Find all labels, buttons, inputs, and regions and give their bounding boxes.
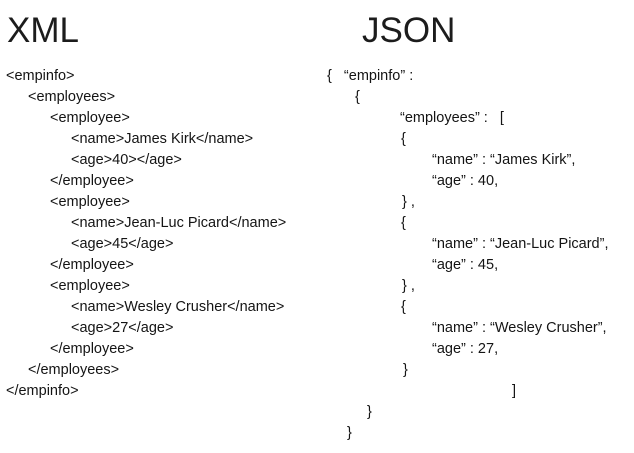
code-line: ] (512, 383, 517, 399)
code-line: “name” : “Jean-Luc Picard”, (432, 236, 609, 252)
code-line: } , (402, 278, 415, 294)
code-line: </employees> (28, 362, 120, 378)
code-line: <employee> (50, 194, 130, 210)
code-line: “age” : 40, (432, 173, 499, 189)
xml-code-block: <empinfo> <employees> <employee> <name>Jame… (6, 66, 286, 402)
json-code-block: { “empinfo” : { “employees” : [ { “name” : “… (327, 66, 608, 444)
xml-heading: XML (7, 11, 79, 50)
code-line: <name>James Kirk</name> (71, 131, 254, 147)
code-line: </employee> (50, 341, 134, 357)
code-line: { (401, 215, 406, 231)
code-line: <empinfo> (6, 68, 75, 84)
code-line: <age>45</age> (71, 236, 174, 252)
code-line: “employees” : [ (400, 110, 504, 126)
code-line: } (367, 404, 372, 420)
code-line: { (401, 131, 406, 147)
code-line: <age>27</age> (71, 320, 174, 336)
code-line: “name” : “James Kirk”, (432, 152, 576, 168)
code-line: } , (402, 194, 415, 210)
code-line: </employee> (50, 173, 134, 189)
code-line: <employees> (28, 89, 116, 105)
code-line: } (403, 362, 408, 378)
code-line: <employee> (50, 110, 130, 126)
code-line: <age>40></age> (71, 152, 182, 168)
json-heading: JSON (362, 11, 456, 50)
code-line: } (347, 425, 352, 441)
code-line: { (401, 299, 406, 315)
code-line: </empinfo> (6, 383, 79, 399)
code-line: <employee> (50, 278, 130, 294)
code-line: { (355, 89, 360, 105)
code-line: <name>Wesley Crusher</name> (71, 299, 285, 315)
code-line: “name” : “Wesley Crusher”, (432, 320, 607, 336)
code-line: “age” : 45, (432, 257, 499, 273)
code-line: </employee> (50, 257, 134, 273)
code-line: <name>Jean-Luc Picard</name> (71, 215, 287, 231)
code-line: { “empinfo” : (327, 68, 414, 84)
code-line: “age” : 27, (432, 341, 499, 357)
